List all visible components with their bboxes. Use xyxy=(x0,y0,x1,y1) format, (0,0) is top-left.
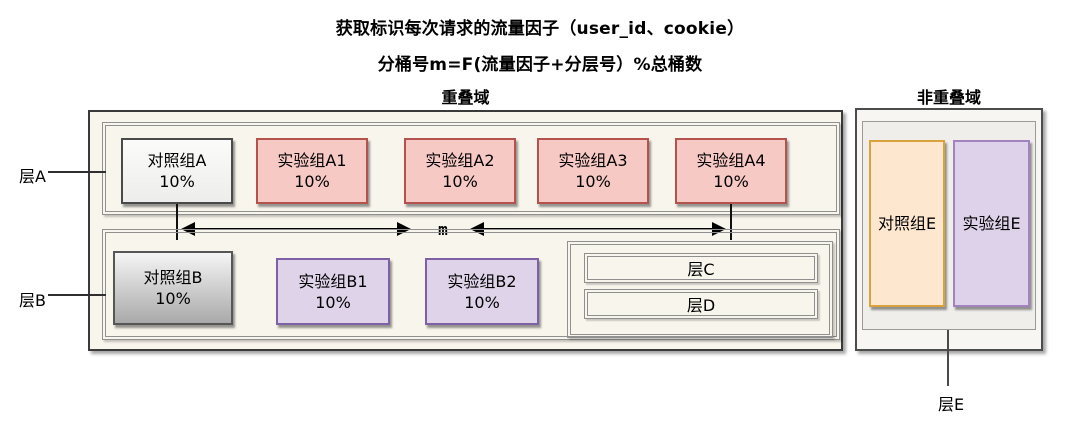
group-box-exp-a2: 实验组A2 10% xyxy=(404,138,516,204)
group-share: 10% xyxy=(315,292,351,312)
group-box-exp-e: 实验组E xyxy=(953,140,1030,307)
connector-line-exp-a4 xyxy=(730,204,732,240)
layer-a-frame xyxy=(102,122,840,215)
group-share: 10% xyxy=(575,172,611,191)
layer-e-label: 层E xyxy=(937,395,965,414)
layer-d-bar: 层D xyxy=(584,289,818,319)
group-share: 10% xyxy=(442,172,478,191)
group-name: 对照组E xyxy=(877,214,937,233)
group-box-exp-b1: 实验组B1 10% xyxy=(276,258,390,325)
layer-b-frame xyxy=(102,229,840,340)
group-name: 对照组B xyxy=(143,268,203,287)
group-name: 实验组A4 xyxy=(696,151,766,170)
layer-a-label: 层A xyxy=(19,167,46,186)
group-share: 10% xyxy=(294,172,330,191)
group-share: 10% xyxy=(159,172,195,191)
layer-b-leader-line xyxy=(48,294,106,296)
group-name: 实验组B1 xyxy=(298,271,368,291)
layer-d-label: 层D xyxy=(686,296,716,315)
group-box-control-e: 对照组E xyxy=(869,140,945,307)
group-box-exp-a3: 实验组A3 10% xyxy=(537,138,649,204)
layer-b-label: 层B xyxy=(19,291,46,310)
title-bucket-formula: 分桶号m=F(流量因子+分层号）%总桶数 xyxy=(377,55,703,75)
layer-e-leader-line xyxy=(947,330,949,386)
group-box-control-a: 对照组A 10% xyxy=(121,138,233,204)
overlap-domain-label: 重叠域 xyxy=(441,88,490,107)
group-name: 实验组E xyxy=(962,214,1021,233)
group-box-exp-a1: 实验组A1 10% xyxy=(256,138,368,204)
group-share: 10% xyxy=(464,292,500,312)
group-name: 实验组A1 xyxy=(277,151,347,170)
layer-c-label: 层C xyxy=(687,260,715,279)
group-box-exp-b2: 实验组B2 10% xyxy=(425,258,539,325)
group-share: 10% xyxy=(155,289,191,308)
group-box-control-b: 对照组B 10% xyxy=(113,251,233,325)
layer-c-bar: 层C xyxy=(584,253,818,283)
layer-a-leader-line xyxy=(48,171,106,173)
group-name: 对照组A xyxy=(147,151,207,170)
group-name: 实验组A3 xyxy=(558,151,628,170)
connector-line-control-a xyxy=(176,204,178,240)
title-flow-factor: 获取标识每次请求的流量因子（user_id、cookie） xyxy=(335,19,745,39)
group-name: 实验组B2 xyxy=(447,271,517,291)
nested-layers-frame xyxy=(567,241,833,338)
group-share: 10% xyxy=(713,172,749,191)
group-box-exp-a4: 实验组A4 10% xyxy=(675,138,787,204)
non-overlap-domain-label: 非重叠域 xyxy=(916,88,981,107)
group-name: 实验组A2 xyxy=(425,151,495,170)
